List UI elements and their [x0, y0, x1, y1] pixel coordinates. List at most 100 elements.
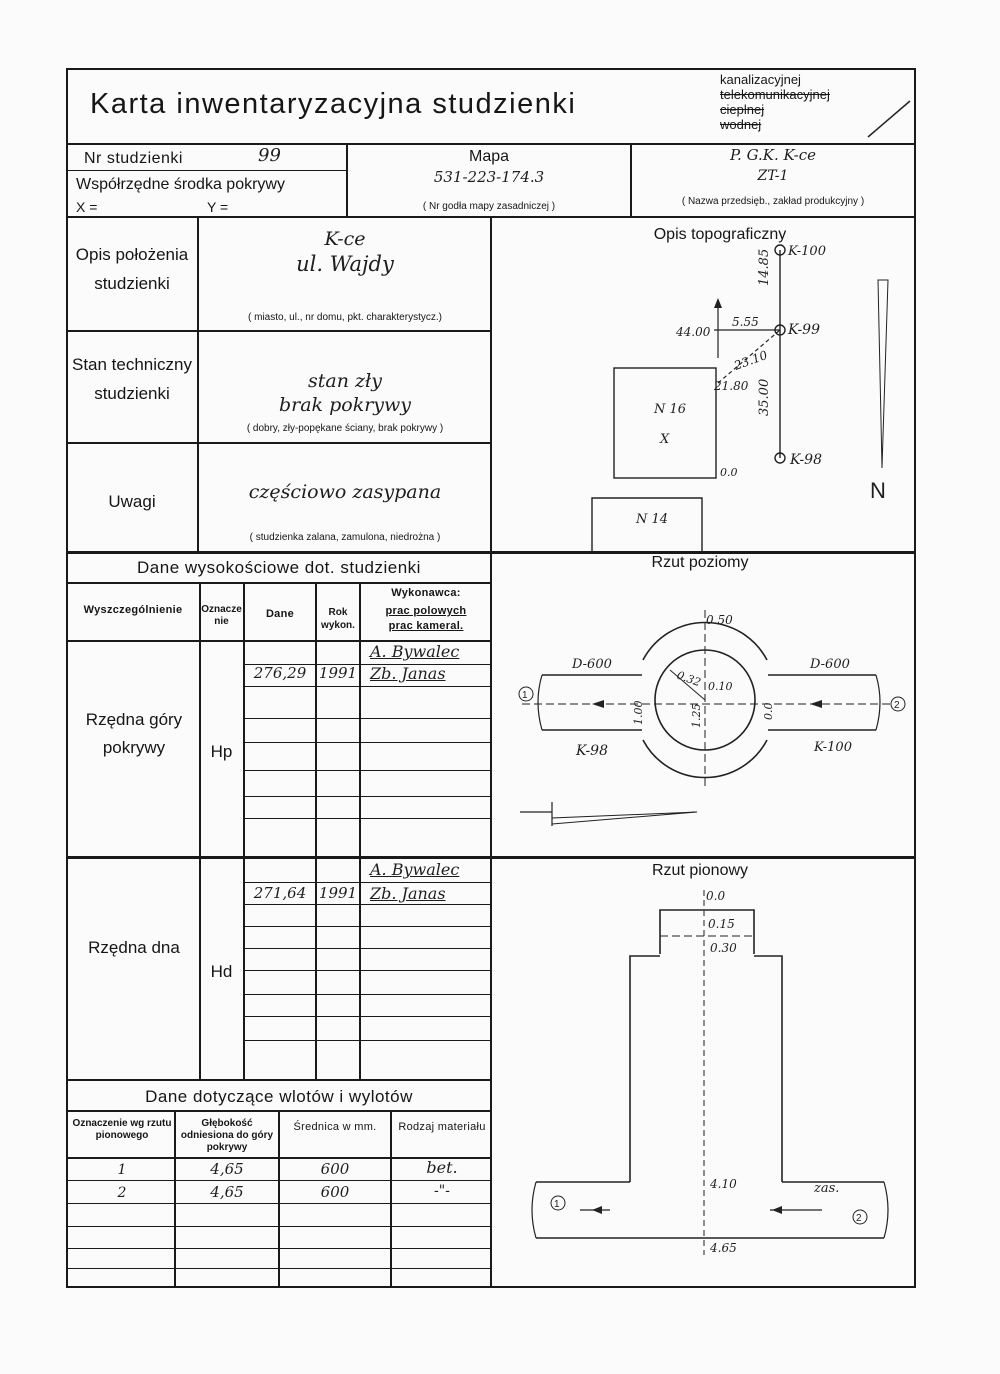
opis-label: Opis położenia studzienki [75, 245, 189, 293]
col-item-header: Wyszczególnienie [83, 604, 183, 616]
hp-year: 1991 [318, 664, 358, 682]
topo-north: N [870, 478, 886, 503]
map-caption: ( Nr godła mapy zasadniczej ) [422, 201, 556, 212]
type-option-telecom: telekomunikacyjnej [720, 87, 830, 102]
col-exec-header: Wykonawca: [391, 587, 461, 599]
plan-050: 0.50 [706, 613, 733, 627]
opis-caption: ( miasto, ul., nr domu, pkt. charakterys… [248, 312, 442, 323]
plan-left-name: K-98 [575, 743, 608, 759]
plan-010: 0.10 [708, 680, 733, 693]
map-value: 531-223-174.3 [433, 168, 545, 186]
section-divider-2 [66, 856, 916, 859]
inlet-1-diam: 600 [320, 1160, 350, 1178]
height-header-line [66, 640, 492, 642]
label-col-divider [197, 218, 199, 552]
section-030: 0.30 [710, 941, 737, 955]
section-divider-1 [66, 551, 916, 554]
col-exec-line [359, 582, 361, 1080]
hp-exec-1: A. Bywalec [370, 642, 460, 661]
col-mark-line [199, 582, 201, 1080]
header-divider-1 [346, 143, 348, 218]
section-mark-1: 1 [554, 1199, 560, 1210]
stan-value-1: stan zły [308, 370, 382, 392]
hp-label: Rzędna góry pokrywy [85, 710, 183, 757]
col-year-header: Rok wykon. [321, 607, 355, 631]
header-bottom-line [66, 216, 916, 218]
inlet-2-mark: 2 [117, 1185, 127, 1201]
section-view: 1 2 0.0 0.15 0.30 4.10 zas. 4.65 [531, 889, 889, 1255]
hp-value: 276,29 [253, 664, 307, 682]
col-year-line [315, 582, 317, 1080]
hd-label: Rzędna dna [88, 938, 180, 957]
type-option-water: wodnej [720, 117, 762, 132]
inlet-2-diam: 600 [320, 1183, 350, 1201]
nr-label: Nr studzienki [84, 150, 183, 167]
section-465: 4.65 [709, 1241, 737, 1255]
company-caption: ( Nazwa przedsięb., zakład produkcyjny ) [681, 196, 865, 207]
inlets-title: Dane dotyczące wlotów i wylotów [145, 1087, 413, 1106]
topo-555: 5.55 [732, 315, 759, 329]
inlet-1-depth: 4,65 [210, 1160, 244, 1178]
plan-125: 1.25 [690, 704, 703, 729]
col-value-line [243, 582, 245, 1080]
stan-bottom-line [66, 442, 492, 444]
uwagi-label: Uwagi [108, 492, 156, 511]
frame-right [914, 68, 916, 1288]
page-title: Karta inwentaryzacyjna studzienki [90, 88, 577, 120]
inlet-2-material: -"- [434, 1183, 450, 1199]
topo-2310: 23.10 [731, 348, 769, 373]
topo-00: 0.0 [720, 466, 738, 479]
company-value-2: ZT-1 [757, 168, 789, 184]
inlet-2-depth: 4,65 [210, 1183, 244, 1201]
col-exec-field-header: prac polowych [385, 605, 467, 617]
uwagi-value: częściowo zasypana [248, 481, 442, 503]
hp-exec-2: Zb. Janas [370, 664, 446, 683]
topo-k98: K-98 [789, 452, 822, 468]
hd-mark: Hd [210, 962, 233, 981]
inlets-col-3 [390, 1110, 392, 1288]
nr-value: 99 [258, 145, 281, 166]
building-n14 [591, 497, 703, 552]
uwagi-caption: ( studzienka zalana, zamulona, niedrożna… [249, 532, 441, 543]
col-value-header: Dane [265, 608, 295, 620]
topo-sketch: K-100 K-99 K-98 14.85 35.00 5.55 44.00 2… [591, 244, 889, 552]
topo-n16-mark: X [659, 432, 670, 447]
height-title-line [66, 582, 492, 584]
hd-year: 1991 [318, 884, 358, 902]
height-title: Dane wysokościowe dot. studzienki [137, 558, 421, 577]
topo-k99: K-99 [787, 322, 820, 338]
section-410: 4.10 [709, 1177, 737, 1191]
map-label: Mapa [468, 148, 510, 165]
k100-point [774, 244, 786, 256]
plan-100: 1.00 [632, 701, 645, 726]
header-divider-2 [630, 143, 632, 218]
stan-label: Stan techniczny studzienki [71, 355, 192, 403]
frame-top [66, 68, 916, 70]
plan-left-pipe: D-600 [571, 657, 612, 672]
header-top-line [66, 143, 916, 145]
section-00: 0.0 [706, 889, 725, 903]
plan-mark-1: 1 [522, 690, 528, 701]
inlets-col-1 [174, 1110, 176, 1288]
frame-left [66, 68, 68, 1288]
stan-caption: ( dobry, zły-popękane ściany, brak pokry… [246, 423, 444, 434]
section-zas: zas. [813, 1181, 839, 1196]
hd-value: 271,64 [253, 884, 307, 902]
inlets-col-diam-header: Średnica w mm. [293, 1121, 377, 1133]
plan-title: Rzut poziomy [651, 554, 749, 571]
opis-value-2: ul. Wajdy [296, 252, 394, 276]
inlets-col-material-header: Rodzaj materiału [398, 1121, 486, 1133]
col-mark-header: Oznaczenie [201, 604, 242, 627]
hp-mark: Hp [210, 742, 233, 761]
topo-n14: N 14 [635, 512, 668, 527]
section-mark-2: 2 [856, 1213, 862, 1224]
section-divider-3 [66, 1079, 492, 1081]
mid-divider [490, 218, 492, 1288]
section-title: Rzut pionowy [651, 862, 749, 879]
col-exec-office-header: prac kameral. [388, 620, 464, 632]
inlet-1-mark: 1 [117, 1162, 127, 1178]
y-label: Y = [207, 199, 229, 215]
hd-exec-2: Zb. Janas [370, 884, 446, 903]
topo-title: Opis topograficzny [653, 226, 787, 243]
plan-right-pipe: D-600 [809, 657, 850, 672]
